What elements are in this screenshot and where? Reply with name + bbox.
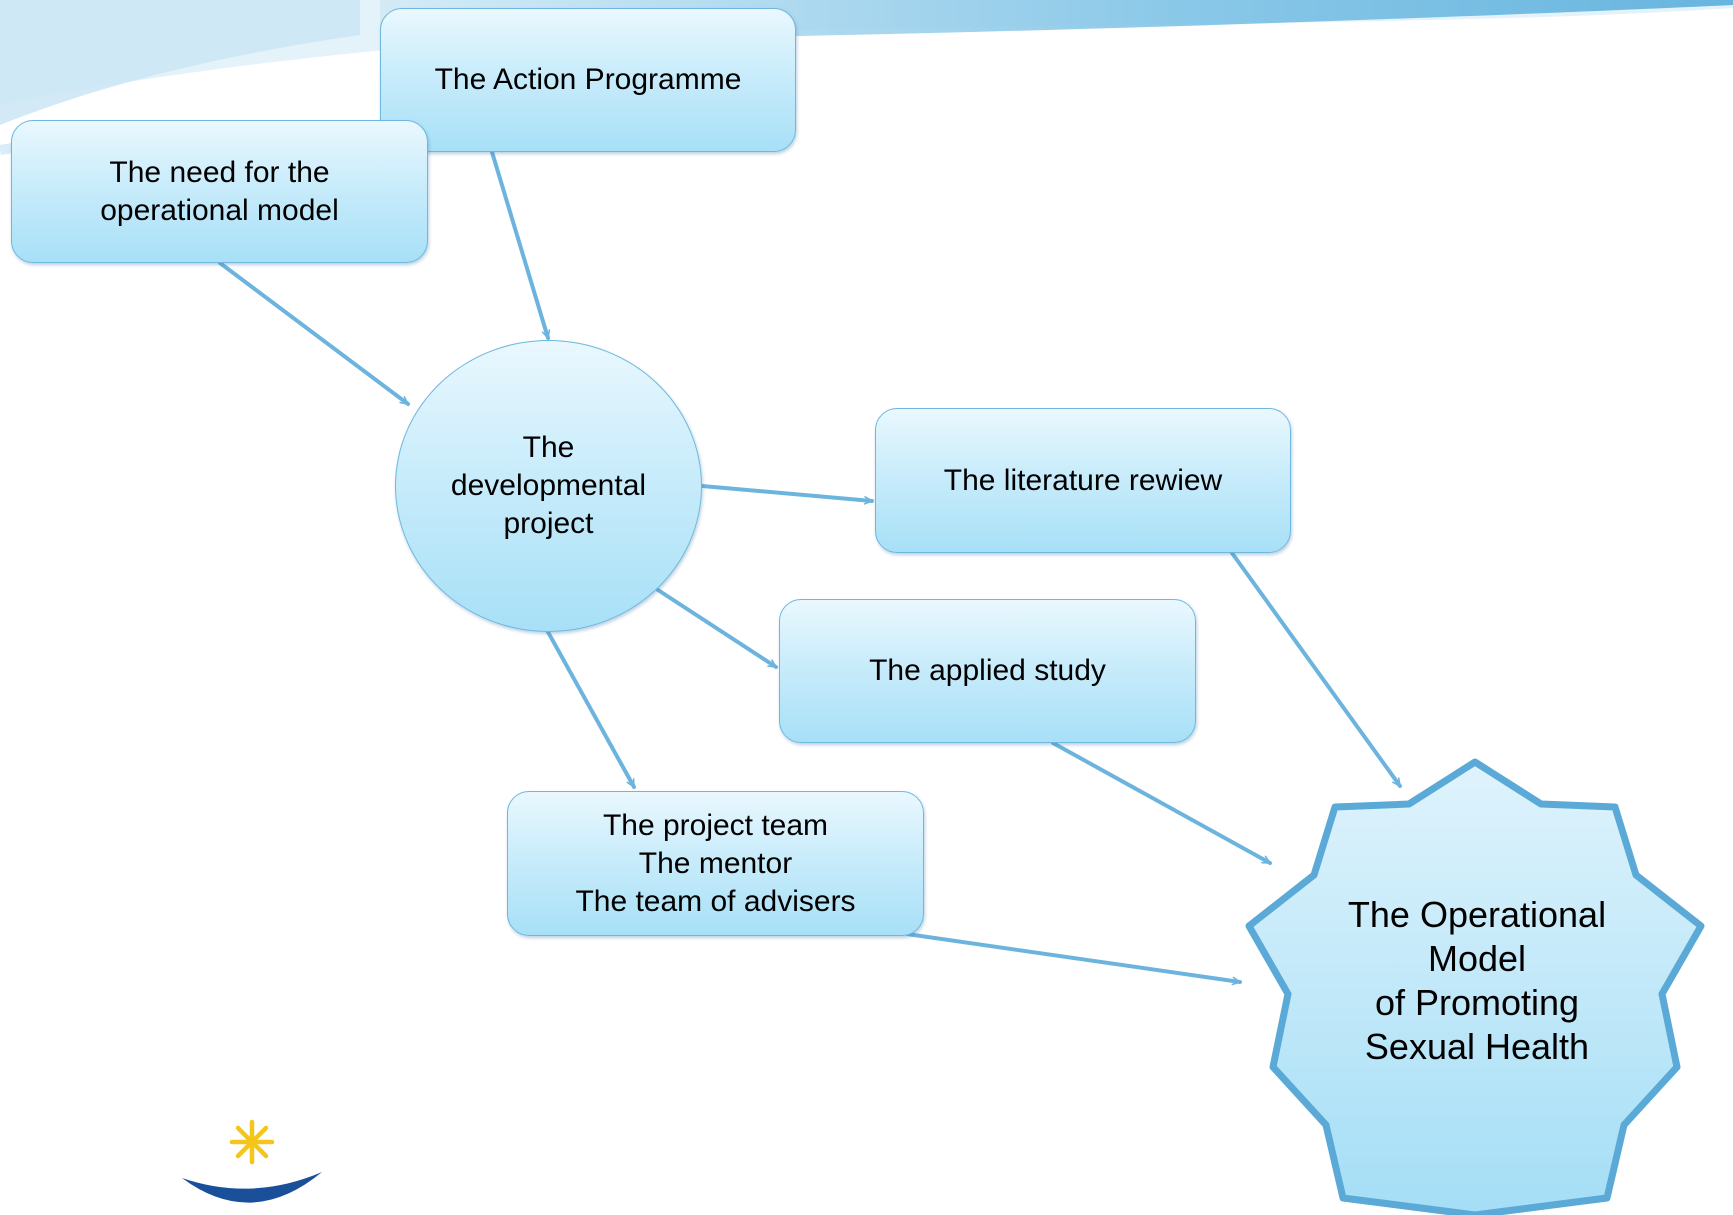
arrow-action-to-project bbox=[490, 150, 551, 340]
arrow-project-to-literature bbox=[700, 484, 874, 505]
arrow-applied-to-model bbox=[1051, 741, 1272, 865]
arrow-project-to-team bbox=[546, 630, 636, 789]
operational-model-star-shape bbox=[1245, 758, 1705, 1215]
arrow-project-to-applied bbox=[656, 588, 778, 669]
arc-icon bbox=[182, 1172, 322, 1203]
node-operational-model-label: The Operational Model of Promoting Sexua… bbox=[1252, 893, 1702, 1069]
operational-model-line-3: of Promoting bbox=[1374, 982, 1580, 1023]
organization-logo bbox=[182, 1119, 322, 1203]
node-need-for-model: The need for the operational model bbox=[11, 120, 428, 263]
node-developmental-line-2: developmental bbox=[450, 469, 647, 502]
node-team-line-2: The mentor bbox=[638, 846, 793, 880]
operational-model-line-1: The Operational bbox=[1347, 894, 1607, 935]
arrow-team-to-model bbox=[905, 932, 1242, 986]
operational-model-line-2: Model bbox=[1427, 938, 1527, 979]
node-team-line-3: The team of advisers bbox=[575, 884, 856, 918]
node-literature-review: The literature rewiew bbox=[875, 408, 1291, 553]
node-action-programme-label: The Action Programme bbox=[434, 63, 742, 96]
operational-model-line-4: Sexual Health bbox=[1364, 1026, 1590, 1067]
connector-arrows bbox=[218, 150, 1402, 986]
node-action-programme: The Action Programme bbox=[380, 8, 796, 152]
node-developmental-project: The developmental project bbox=[395, 340, 702, 632]
sun-icon bbox=[229, 1119, 275, 1165]
node-developmental-line-1: The bbox=[522, 431, 575, 464]
node-need-line-2: operational model bbox=[100, 193, 339, 227]
arrow-literature-to-model bbox=[1230, 551, 1402, 788]
node-developmental-line-3: project bbox=[503, 507, 594, 540]
arrow-need-to-project bbox=[218, 261, 410, 406]
node-literature-label: The literature rewiew bbox=[943, 463, 1223, 497]
node-project-team: The project team The mentor The team of … bbox=[507, 791, 924, 936]
node-applied-study: The applied study bbox=[779, 599, 1196, 743]
node-applied-label: The applied study bbox=[869, 654, 1106, 687]
node-need-line-1: The need for the bbox=[109, 155, 330, 189]
node-team-line-1: The project team bbox=[602, 808, 829, 842]
